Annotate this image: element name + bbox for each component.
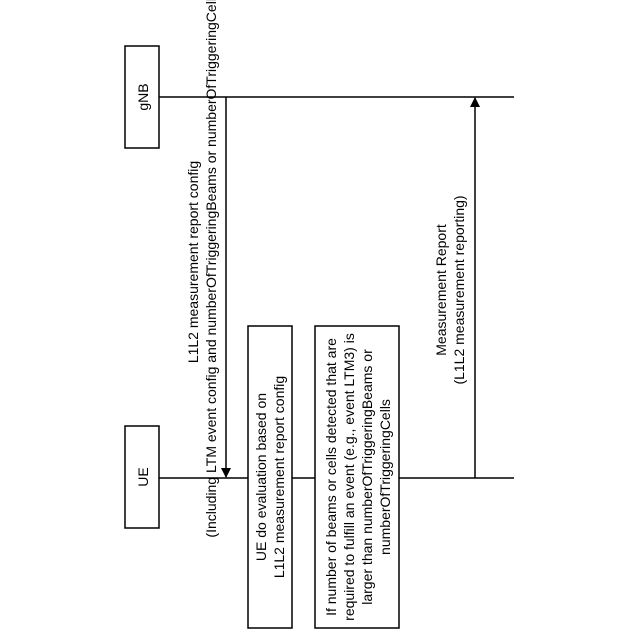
- report-label-line2: (L1L2 measurement reporting): [451, 195, 467, 384]
- config-label-line1: L1L2 measurement report config: [185, 161, 201, 363]
- condition-line4: numberOfTriggeringCells: [377, 399, 393, 555]
- ue-label: UE: [135, 467, 151, 486]
- evaluation-line1: UE do evaluation based on: [253, 393, 269, 561]
- condition-line1: If number of beams or cells detected tha…: [323, 338, 339, 616]
- config-label-line2: (Including LTM event config and numberOf…: [203, 0, 219, 538]
- condition-line2: required to fulfill an event (e.g., even…: [341, 333, 357, 621]
- gnb-label: gNB: [135, 83, 151, 110]
- report-label-line1: Measurement Report: [433, 224, 449, 356]
- evaluation-line2: L1L2 measurement report config: [271, 376, 287, 578]
- condition-line3: larger than numberOfTriggeringBeams or: [359, 349, 375, 605]
